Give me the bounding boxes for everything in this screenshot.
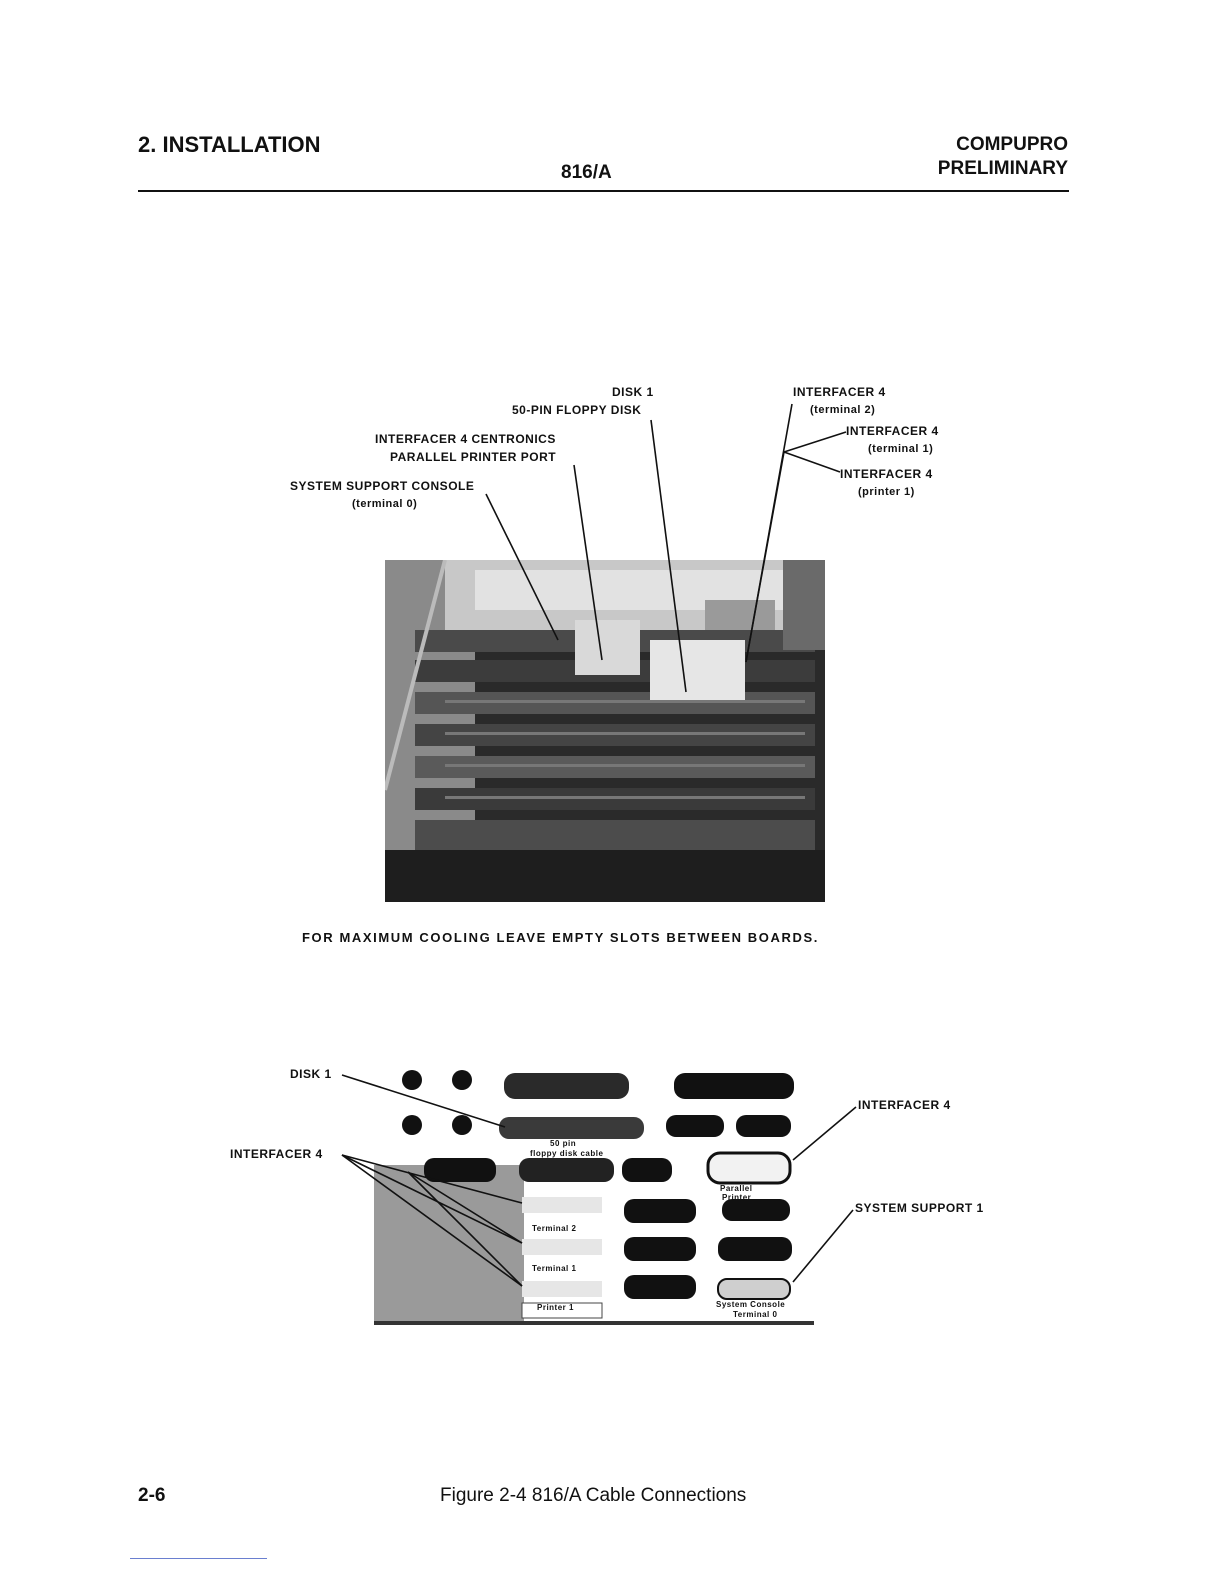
page-number: 2-6 xyxy=(138,1485,166,1506)
label-parallel-port: PARALLEL PRINTER PORT xyxy=(390,450,557,464)
label-if4-left: INTERFACER 4 xyxy=(230,1147,323,1161)
panel-printer1: Printer 1 xyxy=(537,1303,574,1312)
panel-floppy-line2: floppy disk cable xyxy=(530,1149,604,1158)
footer-rule xyxy=(130,1558,267,1559)
back-panel-photo xyxy=(374,1025,814,1325)
panel-console-line2: Terminal 0 xyxy=(733,1310,778,1319)
label-if4-c-sub: (printer 1) xyxy=(858,486,915,498)
panel-terminal1: Terminal 1 xyxy=(532,1264,577,1273)
label-if4-b: INTERFACER 4 xyxy=(846,424,939,438)
figure-caption: Figure 2-4 816/A Cable Connections xyxy=(440,1485,747,1506)
model-title: 816/A xyxy=(561,162,612,183)
label-disk1-bottom: DISK 1 xyxy=(290,1067,332,1081)
label-system-console: SYSTEM SUPPORT CONSOLE xyxy=(290,479,475,493)
label-system-support: SYSTEM SUPPORT 1 xyxy=(855,1201,984,1215)
cooling-caption: FOR MAXIMUM COOLING LEAVE EMPTY SLOTS BE… xyxy=(302,930,819,945)
status-title: PRELIMINARY xyxy=(937,158,1068,179)
label-if4-a: INTERFACER 4 xyxy=(793,385,886,399)
label-floppy: 50-PIN FLOPPY DISK xyxy=(512,403,642,417)
panel-parallel-line1: Parallel xyxy=(720,1184,753,1193)
label-disk1-top: DISK 1 xyxy=(612,385,654,399)
header-rule xyxy=(138,190,1069,192)
label-terminal0: (terminal 0) xyxy=(352,498,418,510)
panel-floppy-line1: 50 pin xyxy=(550,1139,577,1148)
label-if4-b-sub: (terminal 1) xyxy=(868,443,934,455)
section-title: 2. INSTALLATION xyxy=(138,132,321,157)
label-if4-right: INTERFACER 4 xyxy=(858,1098,951,1112)
label-if4-c: INTERFACER 4 xyxy=(840,467,933,481)
panel-terminal2: Terminal 2 xyxy=(532,1224,577,1233)
label-if4-a-sub: (terminal 2) xyxy=(810,404,876,416)
label-centronics: INTERFACER 4 CENTRONICS xyxy=(375,432,556,446)
panel-console-line1: System Console xyxy=(716,1300,786,1309)
chassis-photo-top xyxy=(385,560,825,902)
brand-title: COMPUPRO xyxy=(956,134,1068,155)
panel-parallel-line2: Printer xyxy=(722,1193,752,1202)
